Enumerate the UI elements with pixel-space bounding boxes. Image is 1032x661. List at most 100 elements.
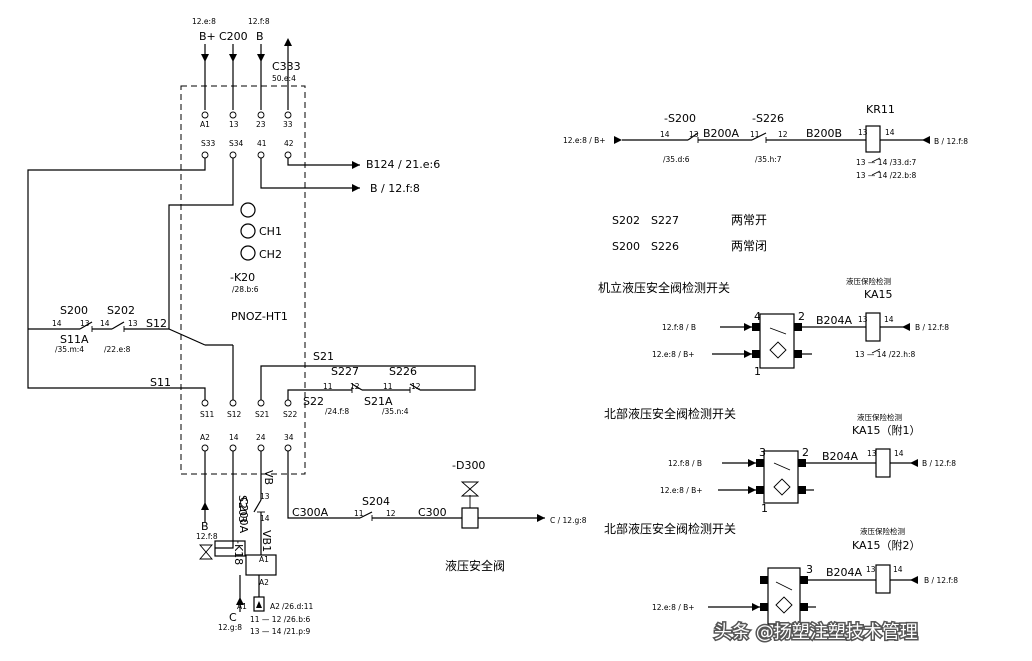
- s21a-ref-1: /24.f:8: [325, 407, 349, 416]
- arrow-down-icon: [201, 54, 209, 62]
- c300-circuit: [287, 451, 545, 529]
- switch-contact-icon: [773, 462, 791, 471]
- terminals-row2: S33 S34 41 42: [201, 139, 294, 159]
- section-3-relay-13: 13: [866, 565, 876, 574]
- contact-13-tr: 13: [689, 130, 699, 139]
- pressure-switch-body: [759, 313, 795, 369]
- c200-label: C200: [219, 30, 248, 43]
- terminal-14: 14: [229, 433, 239, 442]
- section-1-title: 机立液压安全阀检测开关: [598, 280, 730, 295]
- contact-11-tr: 11: [750, 130, 760, 139]
- kr11-coil: [865, 125, 881, 153]
- module-name: PNOZ-HT1: [231, 310, 288, 323]
- section-3-relay-caption: 液压保险检测: [860, 526, 905, 536]
- arrow-down-icon: [257, 54, 265, 62]
- c333-label: C333: [272, 60, 301, 73]
- section-1-out-ref: B / 12.f:8: [915, 323, 949, 332]
- ch2-lamp-icon: [240, 245, 256, 261]
- section-2-out-ref: B / 12.f:8: [922, 459, 956, 468]
- arrow-right-icon: [744, 350, 752, 358]
- s11-label: S11: [150, 376, 171, 389]
- terminals-row3: S11 S12 S21 S22: [200, 399, 298, 419]
- section-2-pin-bottom: 1: [761, 502, 768, 515]
- section-3-switch: 北部液压安全阀检测开关 液压保险检测 KA15（附2） 12.e:8 / B+: [604, 521, 921, 625]
- c300a-label: C300A: [292, 506, 329, 519]
- kr11-label: KR11: [866, 103, 895, 116]
- arrow-right-icon: [752, 603, 760, 611]
- legend-row2-a: S200: [612, 240, 640, 253]
- ch2-label: CH2: [259, 248, 282, 261]
- c-small-label: C: [229, 611, 237, 624]
- s200-label: S200: [60, 304, 88, 317]
- watermark: 头条 @扬塑注塑技术管理: [714, 622, 918, 643]
- pressure-switch-body: [767, 567, 801, 625]
- valve-icon: [199, 544, 213, 553]
- pressure-sensor-icon: [769, 341, 787, 359]
- terminal-24: 24: [256, 433, 266, 442]
- contact-legend: S202 S227 两常开 S200 S226 两常闭: [612, 213, 767, 253]
- section-2-relay-caption: 液压保险检测: [857, 412, 902, 422]
- b124-output-label: B124 / 21.e:6: [366, 158, 440, 171]
- coil-a2-label: A2: [259, 578, 269, 587]
- section-3-relay-14: 14: [893, 565, 903, 574]
- contact-12-a: 12: [350, 382, 360, 391]
- lower-coil: [236, 575, 265, 612]
- contact-13-b: 13: [128, 319, 138, 328]
- arrow-left-icon: [910, 576, 918, 584]
- contact-14-b: 14: [100, 319, 110, 328]
- contact-14-tr: 14: [660, 130, 670, 139]
- contact-12-tr: 12: [778, 130, 788, 139]
- section-3-in-bplus: 12.e:8 / B+: [652, 603, 695, 612]
- s22-label: S22: [303, 395, 324, 408]
- section-1-relay-14: 14: [884, 315, 894, 324]
- arrow-right-icon: [748, 459, 756, 467]
- s202-label: S202: [107, 304, 135, 317]
- section-1-relay-caption: 液压保险检测: [846, 276, 891, 286]
- section-1-contact-ref: 13 — 14 /22.h:8: [855, 350, 915, 359]
- terminal-s21: S21: [255, 410, 270, 419]
- vb1-label: VB1: [260, 530, 273, 552]
- contact-12-c: 12: [386, 509, 396, 518]
- s204-label: S204: [362, 495, 390, 508]
- output-wires: [260, 158, 360, 192]
- terminals-bottom: A2 14 24 34: [200, 433, 294, 452]
- section-2-in-bplus: 12.e:8 / B+: [660, 486, 703, 495]
- section-3-pin-in: 3: [806, 563, 813, 576]
- section-2-pin-out: 2: [802, 446, 809, 459]
- section-1-wire: B204A: [816, 314, 853, 327]
- section-2-relay-label: KA15（附1）: [852, 423, 921, 437]
- section-1-in-bplus: 12.e:8 / B+: [652, 350, 695, 359]
- legend-row1-desc: 两常开: [731, 213, 767, 227]
- k20-label: -K20: [230, 271, 255, 284]
- pnoz-module-outline: [180, 85, 306, 475]
- b200a-label: B200A: [703, 127, 740, 140]
- kr11-output-ref: B / 12.f:8: [934, 137, 968, 146]
- switch-contact-icon: [769, 327, 787, 335]
- c333-ref: 50.e:4: [272, 74, 296, 83]
- terminal-s34: S34: [229, 139, 244, 148]
- kr11-contact-ref-1: 13 — 14 /33.d:7: [856, 158, 916, 167]
- k18-relay-coil: [214, 540, 246, 557]
- terminal-34: 34: [284, 433, 294, 442]
- ref-11-12: 11 — 12 /26.b:6: [250, 615, 310, 624]
- section-2-relay-13: 13: [867, 449, 877, 458]
- legend-row2-desc: 两常闭: [731, 239, 767, 253]
- c200a-wire: [199, 451, 246, 560]
- terminals-top: A1 13 23 33: [200, 111, 293, 129]
- kr11-circuit: [614, 125, 930, 153]
- contact-14: 14: [260, 514, 270, 523]
- b-output-label: B / 12.f:8: [370, 182, 420, 195]
- legend-row1-a: S202: [612, 214, 640, 227]
- contact-14-a: 14: [52, 319, 62, 328]
- contact-11-c: 11: [354, 509, 364, 518]
- section-3-relay-label: KA15（附2）: [852, 538, 921, 552]
- section-1-in-b: 12.f:8 / B: [662, 323, 696, 332]
- bplus-label: B+: [199, 30, 216, 43]
- terminal-33: 33: [283, 120, 293, 129]
- valve-caption: 液压安全阀: [445, 558, 505, 573]
- section-1-switch: 机立液压安全阀检测开关 液压保险检测 KA15 12.f:8 / B 12.e:…: [598, 276, 910, 369]
- s200-ref: /35.d:6: [663, 155, 690, 164]
- section-3-wire: B204A: [826, 566, 863, 579]
- pressure-switch-body: [763, 450, 799, 504]
